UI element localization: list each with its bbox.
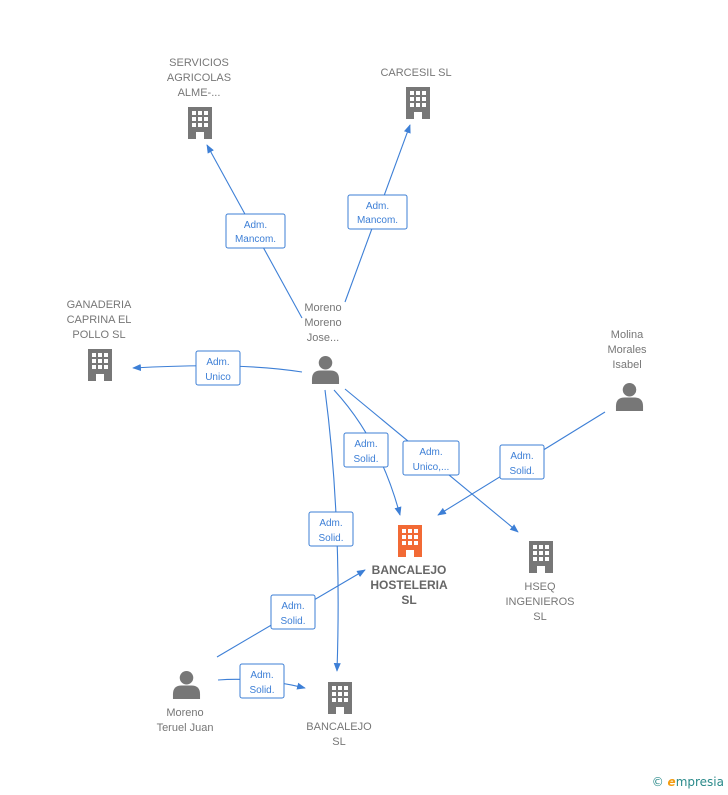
edge-label-e2: Adm. Mancom. xyxy=(347,194,408,230)
svg-text:Solid.: Solid. xyxy=(280,616,305,627)
svg-text:Adm.: Adm. xyxy=(419,447,442,458)
node-label: Moreno xyxy=(304,317,341,329)
edge-label-e4: Adm. Solid. xyxy=(343,432,389,468)
copyright-icon: © xyxy=(651,775,664,789)
node-label: Isabel xyxy=(612,359,641,371)
svg-text:Solid.: Solid. xyxy=(249,685,274,696)
node-carcesil[interactable]: CARCESIL SL xyxy=(380,67,452,119)
node-label: CAPRINA EL xyxy=(67,314,132,326)
building-icon xyxy=(406,87,430,119)
building-icon xyxy=(188,107,212,139)
node-bancalejo-hosteleria[interactable]: BANCALEJO HOSTELERIA SL xyxy=(370,525,448,607)
node-label: Moreno xyxy=(304,302,341,314)
node-label: GANADERIA xyxy=(67,299,132,311)
node-label: HSEQ xyxy=(524,581,556,593)
edge-label-e1: Adm. Mancom. xyxy=(225,213,286,249)
svg-text:Mancom.: Mancom. xyxy=(235,234,276,245)
svg-text:Adm.: Adm. xyxy=(281,601,304,612)
building-icon xyxy=(529,541,553,573)
node-label: Moreno xyxy=(166,707,203,719)
empresia-watermark: © empresia xyxy=(652,775,724,789)
node-moreno-moreno-jose[interactable]: Moreno Moreno Jose... xyxy=(304,302,342,384)
edge-label-e6: Adm. Solid. xyxy=(308,511,354,547)
node-label: SL xyxy=(401,593,416,607)
building-icon xyxy=(398,525,422,557)
edge-label-e7: Adm. Solid. xyxy=(499,444,545,480)
svg-text:Adm.: Adm. xyxy=(366,201,389,212)
svg-text:Adm.: Adm. xyxy=(206,357,229,368)
node-label: SL xyxy=(332,736,345,748)
svg-text:Solid.: Solid. xyxy=(353,454,378,465)
node-bancalejo-sl[interactable]: BANCALEJO SL xyxy=(306,682,372,748)
node-label: ALME-... xyxy=(178,87,221,99)
person-icon xyxy=(172,670,201,699)
svg-text:Mancom.: Mancom. xyxy=(357,215,398,226)
node-label: BANCALEJO xyxy=(306,721,372,733)
node-label: BANCALEJO xyxy=(372,563,447,577)
edge-label-e8: Adm. Solid. xyxy=(270,594,316,630)
edge-label-e5: Adm. Unico,... xyxy=(402,440,460,476)
node-label: SERVICIOS xyxy=(169,57,229,69)
node-hseq-ingenieros[interactable]: HSEQ INGENIEROS SL xyxy=(505,541,575,623)
brand-name: mpresia xyxy=(675,775,724,789)
svg-text:Adm.: Adm. xyxy=(244,220,267,231)
person-icon xyxy=(615,382,644,411)
person-icon xyxy=(311,355,340,384)
node-label: Molina xyxy=(611,329,644,341)
node-moreno-teruel-juan[interactable]: Moreno Teruel Juan xyxy=(157,670,214,734)
svg-text:Solid.: Solid. xyxy=(318,533,343,544)
node-label: POLLO SL xyxy=(72,329,125,341)
node-label: Morales xyxy=(607,344,647,356)
svg-text:Adm.: Adm. xyxy=(250,670,273,681)
node-label: SL xyxy=(533,611,546,623)
node-label: AGRICOLAS xyxy=(167,72,231,84)
edge-label-e9: Adm. Solid. xyxy=(239,663,285,699)
svg-text:Unico: Unico xyxy=(205,372,231,383)
node-label: CARCESIL SL xyxy=(380,67,451,79)
svg-text:Adm.: Adm. xyxy=(354,439,377,450)
node-servicios-agricolas[interactable]: SERVICIOS AGRICOLAS ALME-... xyxy=(167,57,231,139)
node-molina-morales-isabel[interactable]: Molina Morales Isabel xyxy=(607,329,647,411)
node-label: INGENIEROS xyxy=(505,596,574,608)
node-label: Teruel Juan xyxy=(157,722,214,734)
svg-text:Solid.: Solid. xyxy=(509,466,534,477)
svg-text:Adm.: Adm. xyxy=(510,451,533,462)
node-ganaderia[interactable]: GANADERIA CAPRINA EL POLLO SL xyxy=(67,299,132,381)
brand-initial: e xyxy=(667,775,676,789)
node-label: HOSTELERIA xyxy=(370,578,448,592)
edge-label-e3: Adm. Unico xyxy=(195,350,241,386)
svg-text:Adm.: Adm. xyxy=(319,518,342,529)
svg-text:Unico,...: Unico,... xyxy=(413,462,450,473)
node-label: Jose... xyxy=(307,332,339,344)
building-icon xyxy=(88,349,112,381)
building-icon xyxy=(328,682,352,714)
